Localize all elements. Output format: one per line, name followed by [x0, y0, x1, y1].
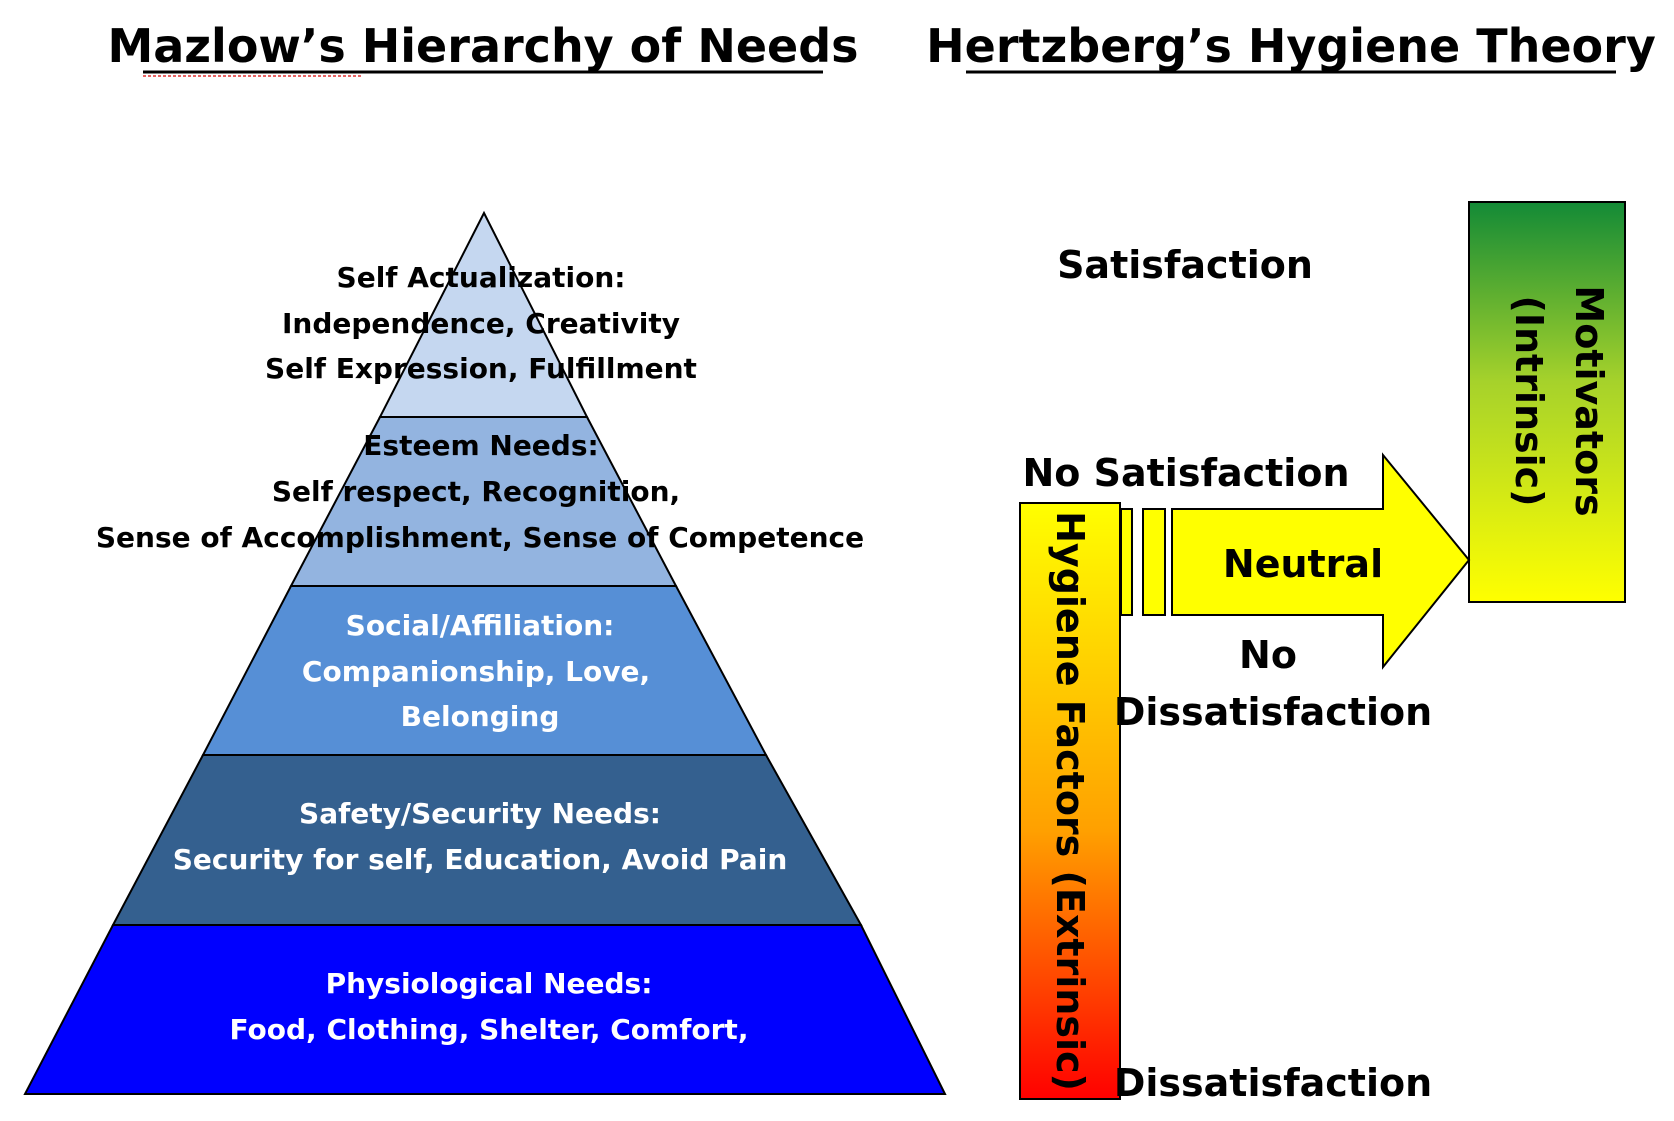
tier-0-line-1: Independence, Creativity: [282, 307, 680, 340]
pyramid: [23, 210, 947, 1095]
pyramid-tier-safety: [111, 754, 863, 926]
tier-1-line-1: Self respect, Recognition,: [272, 475, 680, 508]
tier-4-line-0: Physiological Needs:: [326, 967, 653, 1000]
tier-0-line-0: Self Actualization:: [337, 261, 626, 294]
arrow-stripe-2: [1142, 508, 1166, 616]
tier-3-line-0: Safety/Security Needs:: [299, 797, 661, 830]
hygiene-factors-bar: [1019, 502, 1121, 1100]
satisfaction-label: Satisfaction: [1057, 243, 1313, 287]
motivators-sublabel: (Intrinsic): [1507, 295, 1551, 506]
pyramid-text: Self Actualization: Independence, Creati…: [96, 261, 864, 1046]
neutral-arrow: [1171, 452, 1471, 670]
tier-4-line-1: Food, Clothing, Shelter, Comfort,: [230, 1013, 749, 1046]
tier-0-line-2: Self Expression, Fulfillment: [265, 352, 697, 385]
herzberg-title: Hertzberg’s Hygiene Theory: [926, 19, 1656, 73]
tier-2-line-1: Companionship, Love,: [302, 655, 650, 688]
motivators-label: Motivators: [1567, 285, 1611, 516]
motivators-bar: [1468, 201, 1626, 603]
tier-3-line-1: Security for self, Education, Avoid Pain: [173, 843, 788, 876]
tier-1-line-2: Sense of Accomplishment, Sense of Compet…: [96, 521, 864, 554]
tier-2-line-0: Social/Affiliation:: [346, 609, 615, 642]
no-satisfaction-label: No Satisfaction: [1022, 451, 1349, 495]
dissatisfaction-label: Dissatisfaction: [1114, 1061, 1432, 1105]
tier-1-line-0: Esteem Needs:: [363, 429, 598, 462]
hygiene-factors-label: Hygiene Factors (Extrinsic): [1048, 511, 1092, 1091]
arrow-stripe-1: [1120, 508, 1133, 616]
neutral-label: Neutral: [1223, 542, 1383, 586]
tier-2-line-2: Belonging: [401, 700, 560, 733]
no-dissatisfaction-label-line2: Dissatisfaction: [1114, 690, 1432, 734]
pyramid-tier-physiological: [23, 924, 947, 1095]
herzberg-diagram: Motivators (Intrinsic) Neutral Hygiene F…: [1019, 201, 1626, 1105]
maslow-title: Mazlow’s Hierarchy of Needs: [107, 19, 858, 73]
no-dissatisfaction-label-line1: No: [1239, 633, 1297, 677]
